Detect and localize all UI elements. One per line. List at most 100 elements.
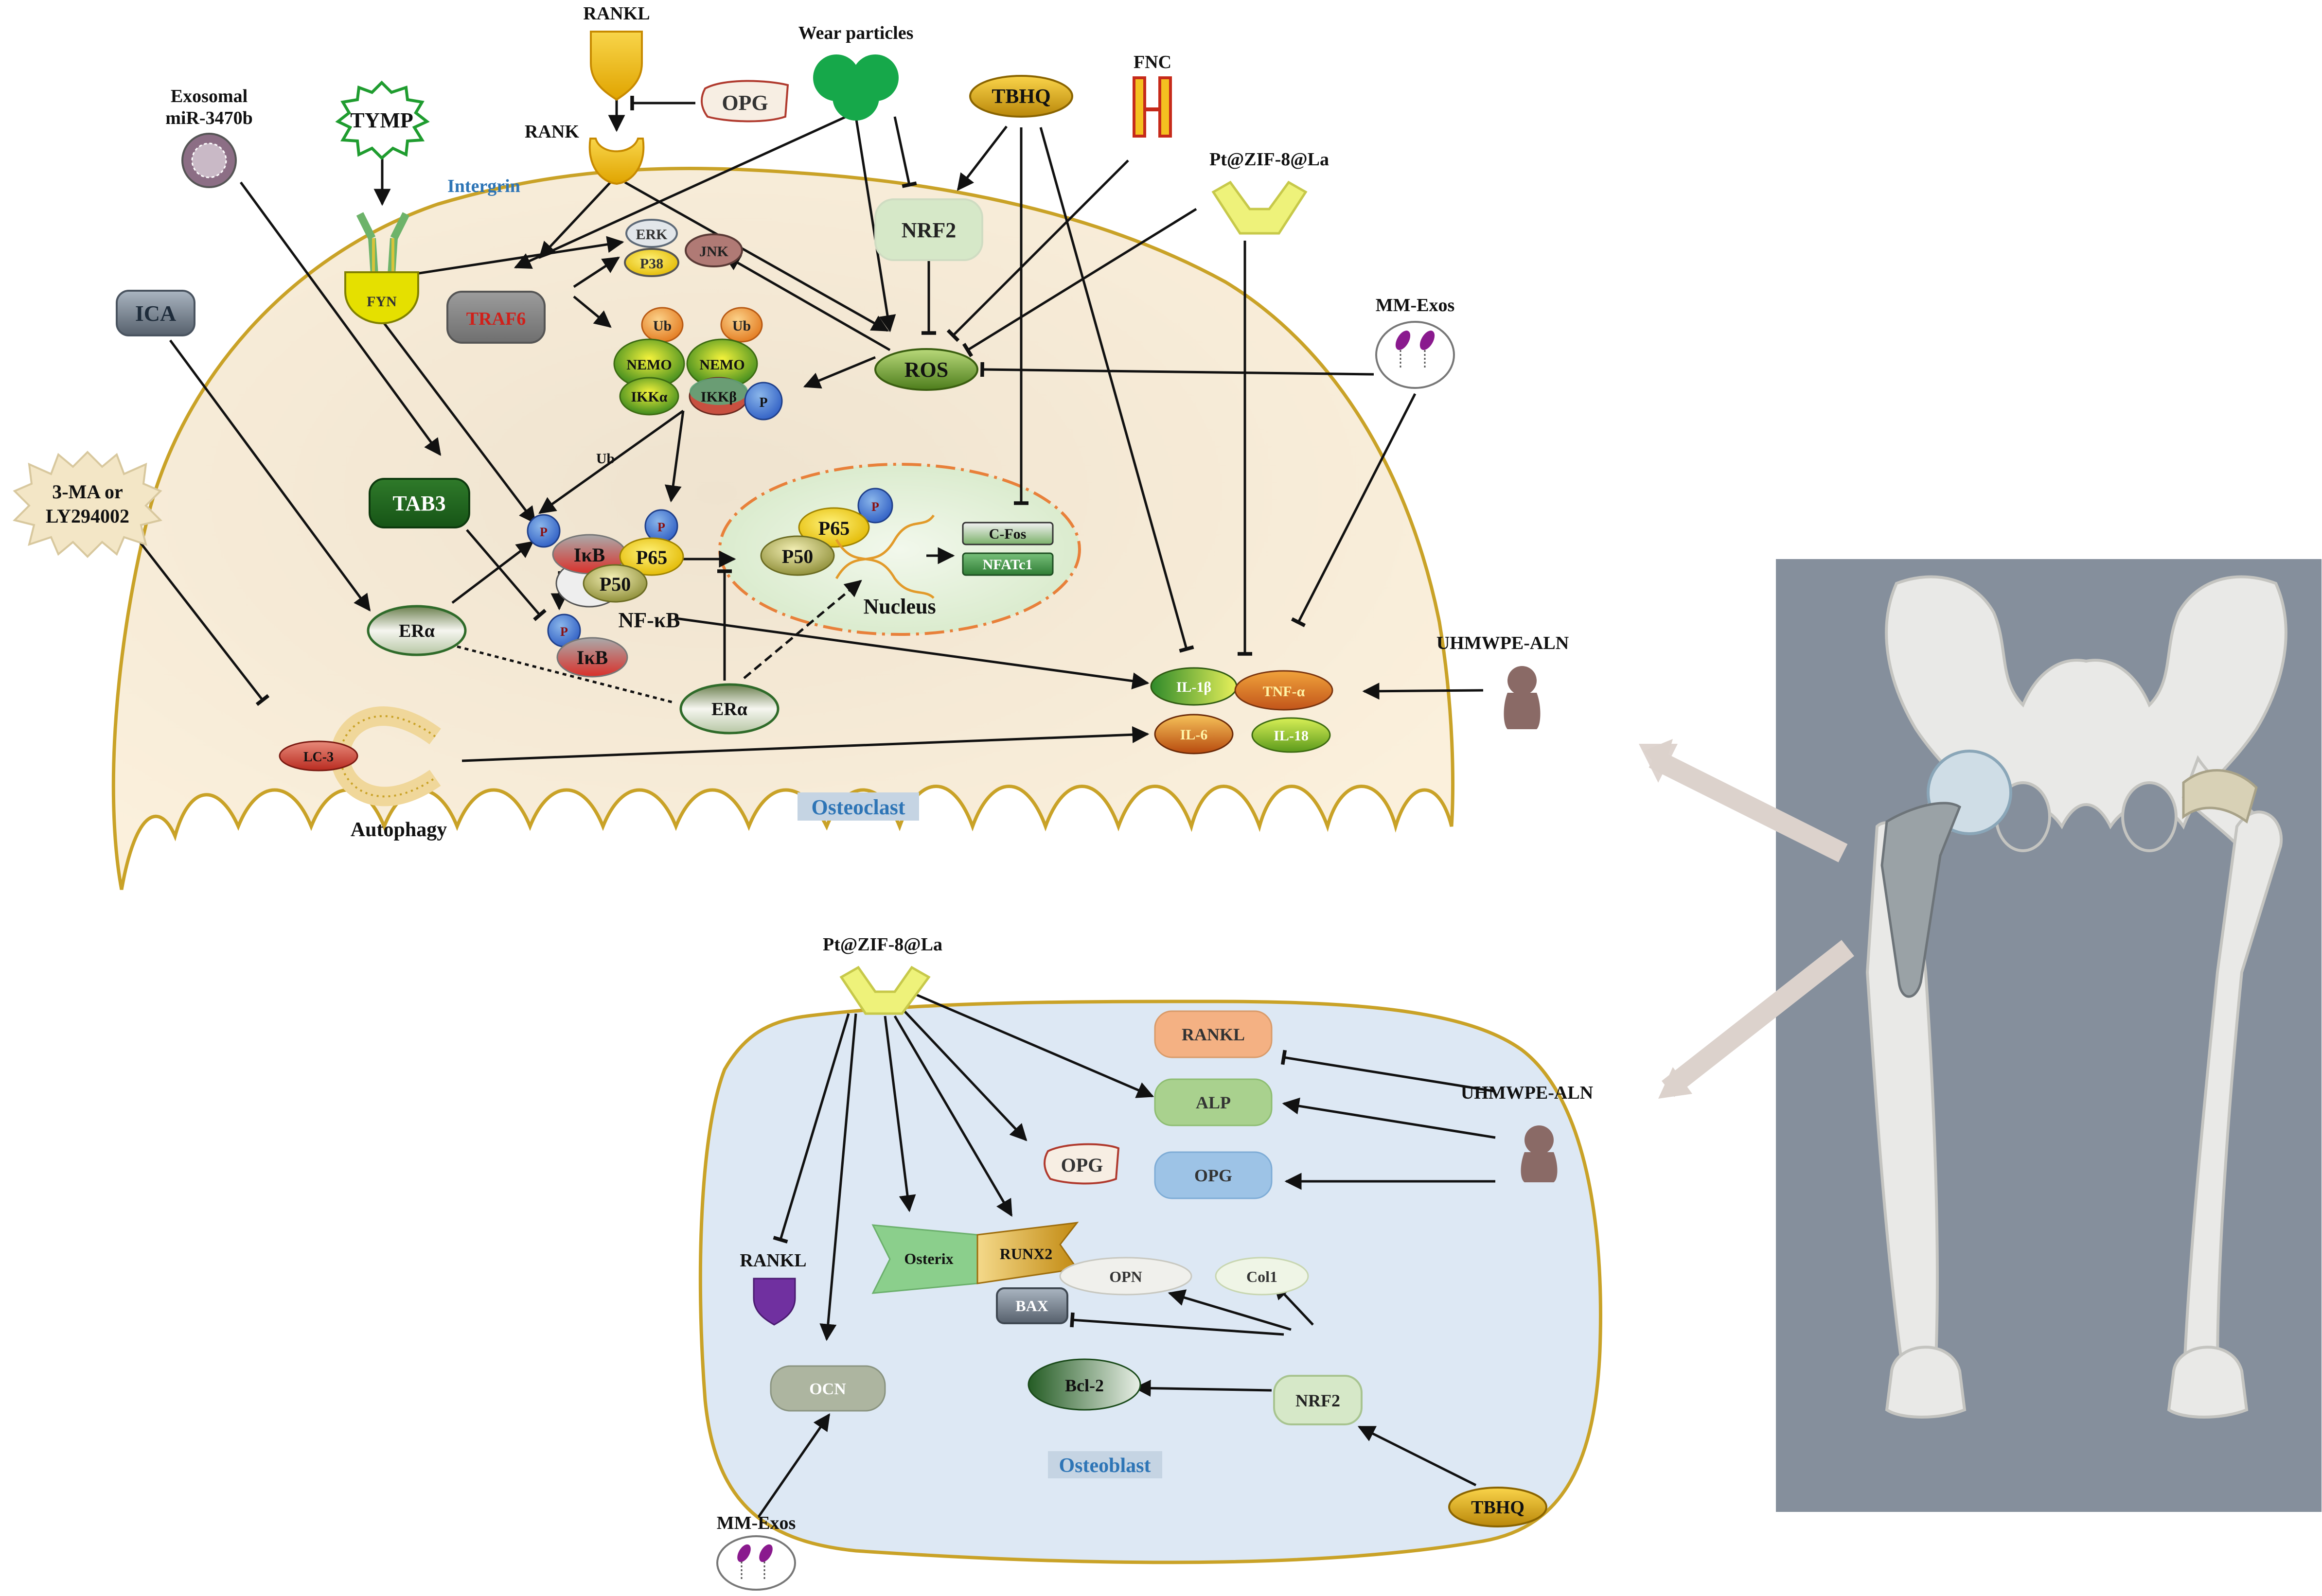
p-ikb-upper: P bbox=[527, 514, 561, 548]
exosomal-line1: Exosomal bbox=[171, 86, 248, 106]
ub-left-label: Ub bbox=[653, 318, 672, 334]
ros-label: ROS bbox=[904, 358, 948, 382]
exosomal-line2: miR-3470b bbox=[165, 108, 252, 128]
mm-exos-bottom-label: MM-Exos bbox=[717, 1513, 796, 1533]
ocn-label: OCN bbox=[809, 1380, 846, 1398]
fyn-label: FYN bbox=[367, 294, 397, 310]
traf6: TRAF6 bbox=[446, 291, 546, 344]
cfos: C-Fos bbox=[962, 522, 1054, 545]
traf6-label: TRAF6 bbox=[466, 309, 526, 329]
ub-right-label: Ub bbox=[732, 318, 751, 334]
nfkb-complex: IκB P65 P50 NF-κB bbox=[552, 534, 684, 632]
autophagy-label: Autophagy bbox=[351, 819, 447, 841]
osterix-label: Osterix bbox=[904, 1250, 953, 1267]
opg-tag-label: OPG bbox=[1061, 1154, 1103, 1176]
lc3-label: LC-3 bbox=[303, 750, 334, 765]
rankl-label: RANKL bbox=[583, 3, 650, 24]
rank-label: RANK bbox=[525, 122, 579, 142]
era-bottom-label: ERα bbox=[711, 699, 747, 719]
bax: BAX bbox=[996, 1287, 1068, 1324]
cfos-label: C-Fos bbox=[989, 526, 1027, 542]
ros: ROS bbox=[874, 348, 978, 391]
ikb-label: IκB bbox=[574, 544, 605, 566]
p-p65-label: P bbox=[657, 520, 665, 534]
uhmwpe-aln-bottom: UHMWPE-ALN bbox=[1461, 1083, 1593, 1182]
runx2-label: RUNX2 bbox=[1000, 1245, 1052, 1263]
tab3: TAB3 bbox=[369, 478, 470, 528]
tnfa: TNF-α bbox=[1234, 670, 1333, 711]
tab3-label: TAB3 bbox=[392, 491, 445, 515]
osteoclast-label: Osteoclast bbox=[811, 795, 905, 819]
nemo-left-label: NEMO bbox=[626, 357, 672, 373]
il6: IL-6 bbox=[1154, 714, 1234, 754]
mm-exos-top: MM-Exos bbox=[1375, 295, 1455, 389]
nfkb-label: NF-κB bbox=[618, 608, 680, 632]
autophagy: LC-3 Autophagy bbox=[279, 706, 447, 841]
tnfa-label: TNF-α bbox=[1263, 684, 1305, 700]
nfatc1-label: NFATc1 bbox=[983, 557, 1033, 573]
wear-particles-label: Wear particles bbox=[798, 23, 914, 43]
bcl2: Bcl-2 bbox=[1028, 1358, 1141, 1411]
rank-receptor: RANK bbox=[525, 122, 645, 185]
wear-particles: Wear particles bbox=[798, 23, 914, 121]
pt-zif-bottom: Pt@ZIF-8@La bbox=[823, 934, 942, 1015]
ub-left: Ub bbox=[641, 307, 684, 343]
osteoblast-connectors bbox=[757, 990, 1496, 1518]
p-ikb-lower: P bbox=[547, 614, 581, 648]
fnc-label: FNC bbox=[1134, 52, 1171, 72]
nrf2-bottom-label: NRF2 bbox=[1295, 1391, 1340, 1410]
uhmwpe-bottom-label: UHMWPE-ALN bbox=[1461, 1083, 1593, 1103]
pt-zif-bottom-label: Pt@ZIF-8@La bbox=[823, 934, 942, 955]
p65-nucleus-label: P65 bbox=[818, 517, 850, 539]
tbhq-bottom: TBHQ bbox=[1448, 1487, 1547, 1527]
p50-nucleus: P50 bbox=[760, 535, 835, 576]
era-left: ERα bbox=[367, 605, 467, 656]
mm-exos-label: MM-Exos bbox=[1376, 295, 1455, 316]
uhmwpe-label: UHMWPE-ALN bbox=[1436, 633, 1569, 653]
col1-label: Col1 bbox=[1246, 1268, 1277, 1285]
dna-helix bbox=[835, 514, 935, 599]
rankl-box-label: RANKL bbox=[1182, 1025, 1245, 1044]
p-nucleus: P bbox=[857, 488, 893, 524]
nfatc1: NFATc1 bbox=[962, 552, 1054, 576]
osterix: Osterix bbox=[871, 1224, 978, 1294]
opg-tag: OPG bbox=[1044, 1143, 1120, 1185]
ikka: IKKα bbox=[619, 377, 679, 416]
osteoclast-title: Osteoclast bbox=[798, 792, 919, 821]
p-nucleus-label: P bbox=[871, 500, 879, 514]
ocn: OCN bbox=[770, 1365, 886, 1412]
p50-nucleus-label: P50 bbox=[782, 545, 813, 567]
integrin-receptor bbox=[356, 212, 410, 275]
era-left-label: ERα bbox=[399, 621, 435, 641]
ikb-degraded-label: IκB bbox=[577, 647, 608, 668]
ub-right: Ub bbox=[720, 307, 763, 343]
nucleus bbox=[718, 463, 1081, 636]
mm-exos-bottom: MM-Exos bbox=[716, 1513, 796, 1591]
rankl-box: RANKL bbox=[1154, 1010, 1273, 1058]
p-upper-label: P bbox=[540, 525, 548, 539]
bax-label: BAX bbox=[1015, 1297, 1048, 1315]
nemo-right: NEMO bbox=[686, 338, 758, 389]
p65-nucleus: P65 bbox=[798, 507, 870, 548]
osteoclast-connectors bbox=[135, 96, 1484, 762]
p38: P38 bbox=[624, 248, 679, 277]
rankl-ligand: RANKL bbox=[583, 3, 650, 101]
col1: Col1 bbox=[1215, 1257, 1309, 1296]
tbhq-bottom-label: TBHQ bbox=[1471, 1497, 1524, 1518]
pt-zif-label: Pt@ZIF-8@La bbox=[1209, 149, 1329, 170]
p38-label: P38 bbox=[640, 256, 663, 272]
ikka-label: IKKα bbox=[631, 389, 667, 405]
tymp: TYMP bbox=[335, 80, 430, 160]
tbhq-label: TBHQ bbox=[992, 86, 1050, 108]
ma-line1: 3-MA or bbox=[52, 481, 123, 503]
tymp-label: TYMP bbox=[350, 108, 413, 132]
nrf2-top-label: NRF2 bbox=[902, 218, 956, 242]
p-lower-label: P bbox=[560, 625, 568, 639]
il18-label: IL-18 bbox=[1274, 728, 1309, 744]
opg-label: OPG bbox=[722, 91, 768, 115]
uhmwpe-aln-top: UHMWPE-ALN bbox=[1436, 633, 1569, 729]
fnc-top: FNC bbox=[1133, 52, 1172, 138]
opg-top: OPG bbox=[701, 80, 789, 123]
ica-label: ICA bbox=[135, 301, 176, 326]
